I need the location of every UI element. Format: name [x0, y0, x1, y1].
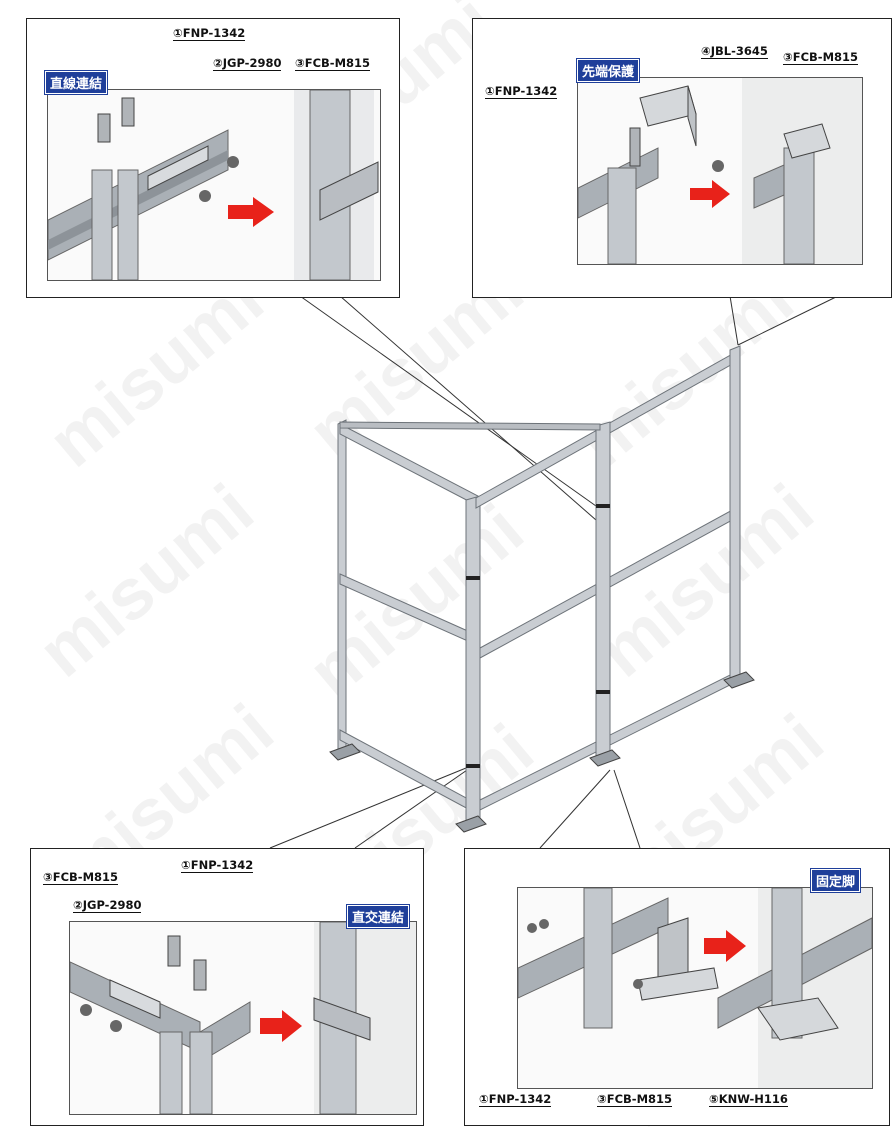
fence-frame — [337, 345, 741, 827]
panel-orthogonal-connection: 直交連結 ③FCB-M815 ①FNP-1342 ②JGP-2980 — [30, 848, 424, 1126]
part-label: ①FNP-1342 — [181, 858, 254, 873]
tag-straight-connection: 直線連結 — [43, 70, 109, 95]
panel-end-protection: 先端保護 ④JBL-3645 ③FCB-M815 ①FNP-1342 — [472, 18, 892, 298]
part-label: ①FNP-1342 — [479, 1092, 552, 1107]
tag-fixed-foot: 固定脚 — [809, 868, 862, 893]
part-label: ②JGP-2980 — [213, 56, 282, 71]
part-label: ⑤KNW-H116 — [709, 1092, 788, 1107]
detail-view — [517, 887, 873, 1089]
panel-straight-connection: 直線連結 ①FNP-1342 ②JGP-2980 ③FCB-M815 — [26, 18, 400, 298]
tag-orthogonal-connection: 直交連結 — [345, 904, 411, 929]
fence-feet — [329, 671, 755, 833]
end-protection-illustration — [578, 78, 862, 264]
detail-view — [47, 89, 381, 281]
orthogonal-connection-illustration — [70, 922, 416, 1114]
straight-connection-illustration — [48, 90, 379, 280]
part-label: ③FCB-M815 — [43, 870, 119, 885]
leader-lines — [269, 295, 839, 849]
detail-view — [69, 921, 417, 1115]
part-label: ③FCB-M815 — [597, 1092, 673, 1107]
panel-fixed-foot: 固定脚 ①FNP-1342 ③FCB-M815 ⑤KNW-H116 — [464, 848, 890, 1126]
tag-end-protection: 先端保護 — [575, 58, 641, 83]
part-label: ①FNP-1342 — [485, 84, 558, 99]
part-label: ②JGP-2980 — [73, 898, 142, 913]
joint-markers — [466, 504, 610, 768]
detail-view — [577, 77, 863, 265]
part-label: ④JBL-3645 — [701, 44, 768, 59]
part-label: ③FCB-M815 — [783, 50, 859, 65]
part-label: ①FNP-1342 — [173, 26, 246, 41]
part-label: ③FCB-M815 — [295, 56, 371, 71]
fixed-foot-illustration — [518, 888, 872, 1088]
